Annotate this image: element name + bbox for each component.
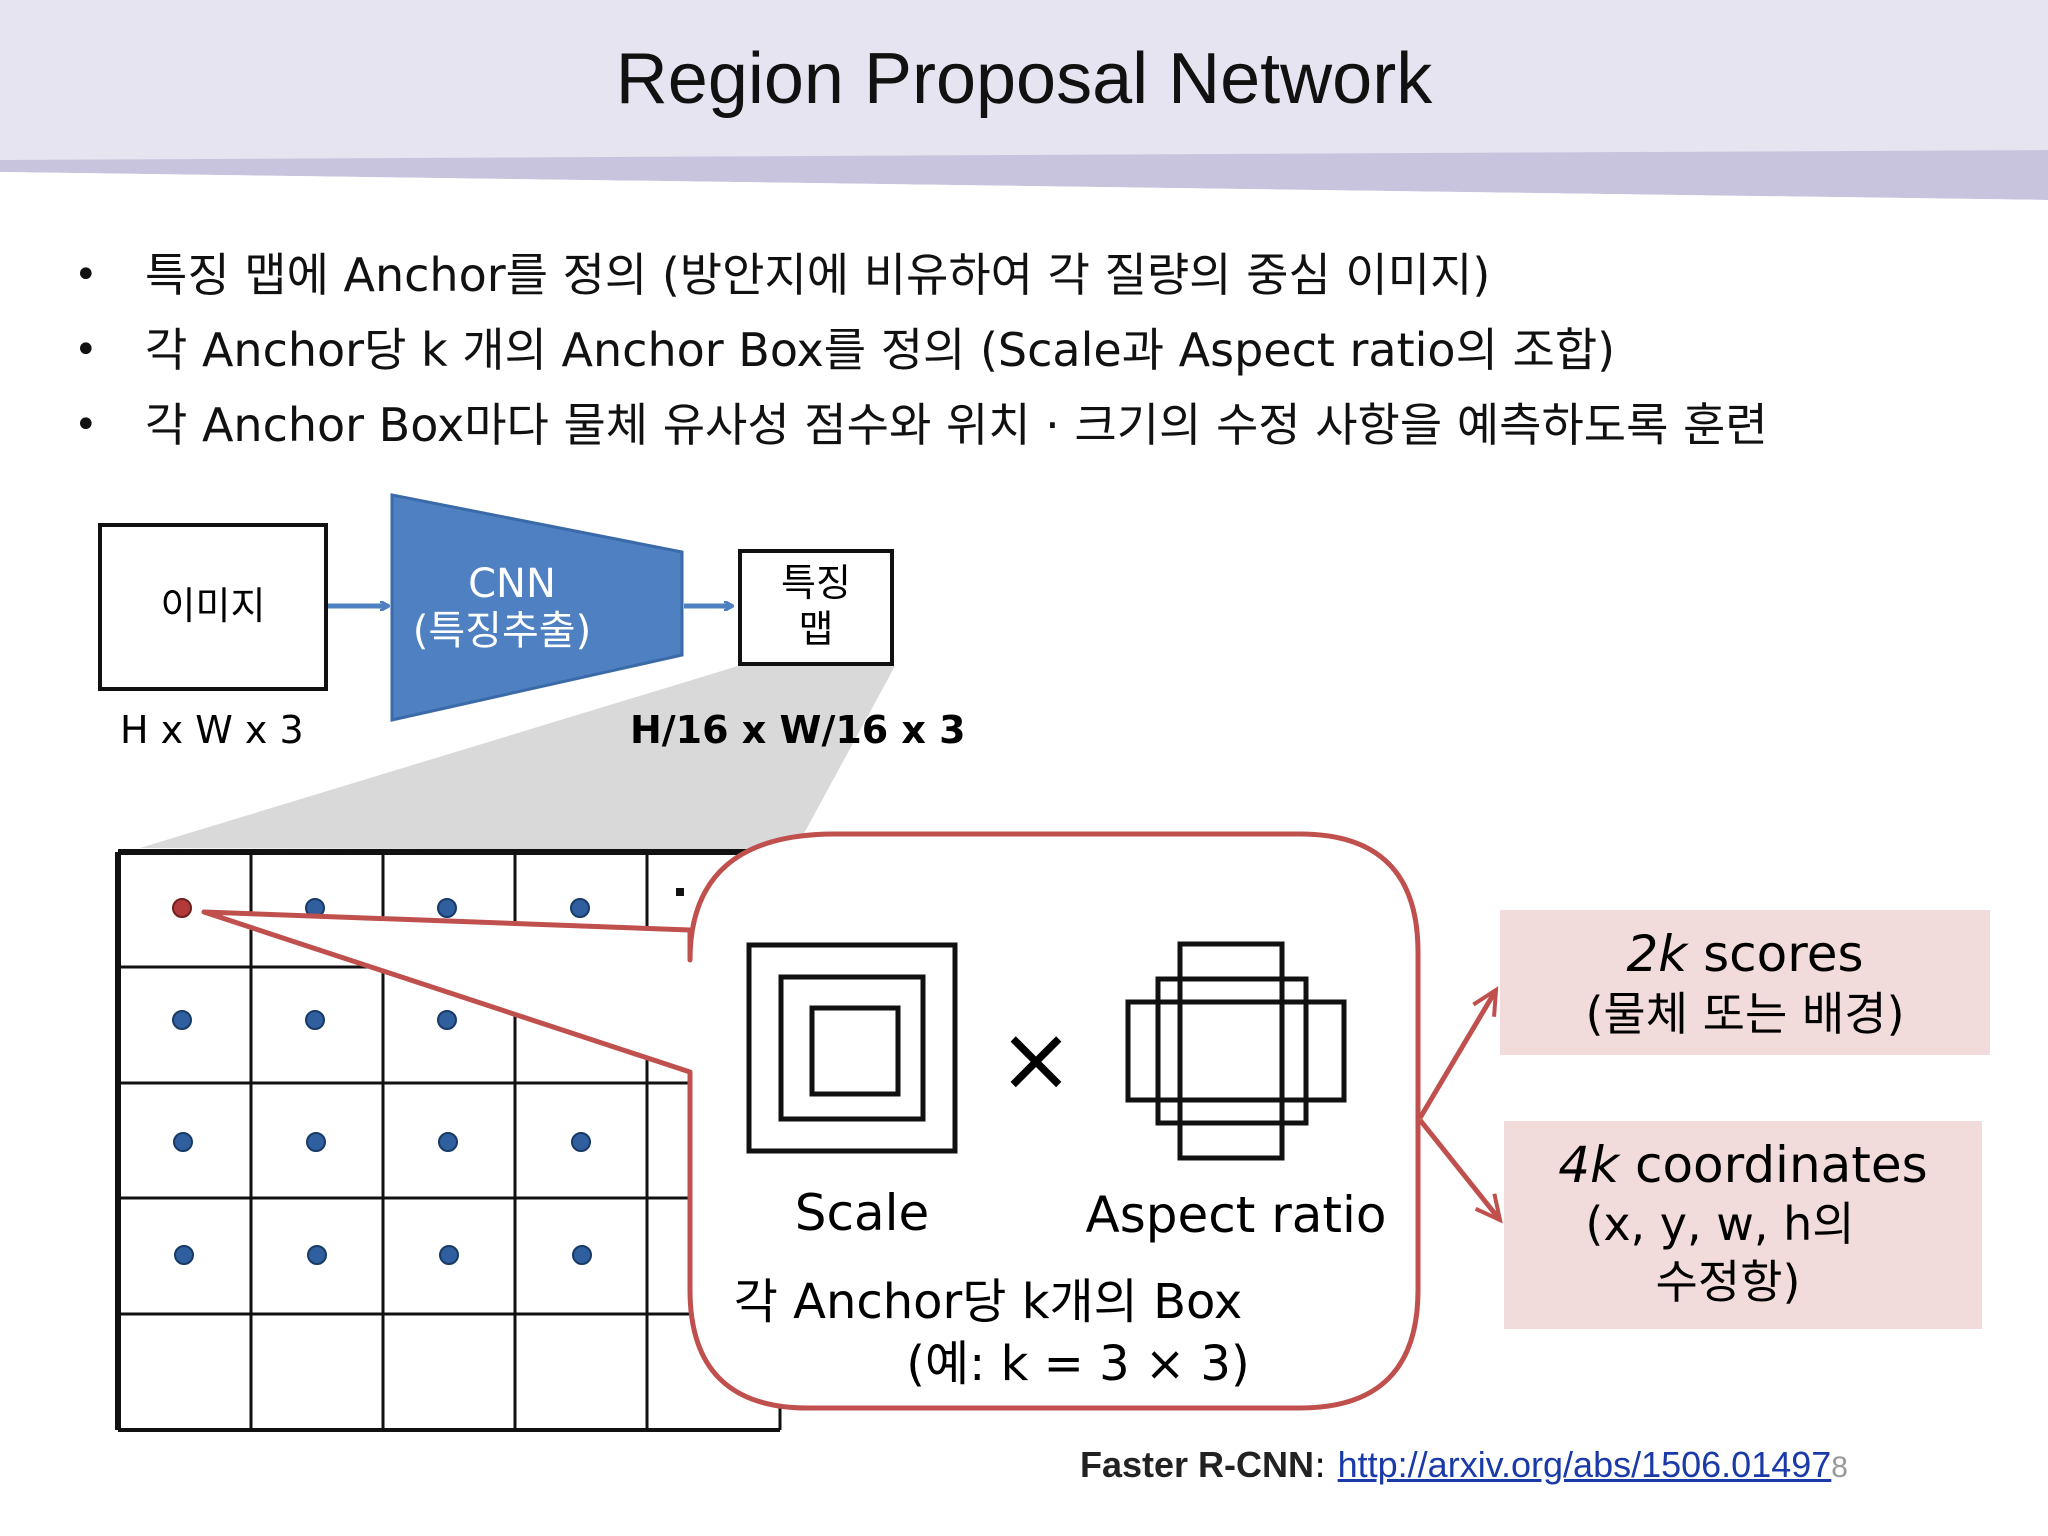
page-number: 8	[1831, 1451, 1848, 1484]
feature-map-sublabel: 맵	[799, 607, 834, 651]
citation-separator: :	[1314, 1445, 1338, 1486]
anchor-point	[174, 1245, 194, 1265]
citation-label: Faster R-CNN	[1080, 1444, 1315, 1485]
feature-map-dims: H/16 x W/16 x 3	[630, 708, 966, 752]
bullet-item: 각 Anchor Box마다 물체 유사성 점수와 위치 · 크기의 수정 사항…	[70, 388, 1768, 463]
coordinates-title: 4k coordinates	[1558, 1136, 1927, 1194]
paper-link[interactable]: http://arxiv.org/abs/1506.01497	[1337, 1444, 1832, 1485]
feature-map-box	[738, 549, 894, 666]
input-image-label: 이미지	[161, 584, 266, 628]
callout-caption: 각 Anchor당 k개의 Box	[734, 1274, 1243, 1330]
bullet-item: 특징 맵에 Anchor를 정의 (방안지에 비유하여 각 질량의 중심 이미지…	[70, 238, 1768, 313]
anchor-point	[306, 1132, 326, 1152]
scores-box	[1500, 910, 1990, 1055]
input-image-dims: H x W x 3	[120, 708, 304, 752]
scores-subtitle: (물체 또는 배경)	[1585, 987, 1904, 1041]
anchor-point	[172, 1010, 192, 1030]
grid-ellipsis-dot	[676, 888, 684, 896]
anchor-point	[305, 1010, 325, 1030]
bullet-list: 특징 맵에 Anchor를 정의 (방안지에 비유하여 각 질량의 중심 이미지…	[70, 238, 1768, 463]
anchor-point-selected	[172, 898, 192, 918]
coordinates-subtitle-2: 수정항)	[1656, 1255, 1801, 1309]
anchor-point	[173, 1132, 193, 1152]
scale-icon	[746, 942, 958, 1154]
anchor-point	[570, 898, 590, 918]
times-symbol: ×	[998, 1007, 1073, 1112]
scale-label: Scale	[795, 1184, 930, 1242]
anchor-point	[437, 1010, 457, 1030]
anchor-point	[572, 1245, 592, 1265]
anchor-points	[172, 888, 684, 1265]
anchor-point	[438, 1132, 458, 1152]
footer-citation: Faster R-CNN: http://arxiv.org/abs/1506.…	[1080, 1444, 1848, 1486]
cnn-label: CNN	[468, 561, 556, 607]
zoom-projection	[140, 666, 895, 850]
coordinates-subtitle: (x, y, w, h의	[1585, 1197, 1854, 1251]
anchor-point	[307, 1245, 327, 1265]
bullet-item: 각 Anchor당 k 개의 Anchor Box를 정의 (Scale과 As…	[70, 313, 1768, 388]
header-band	[0, 0, 2048, 200]
feature-map-label: 특징	[781, 561, 851, 605]
anchor-point	[437, 898, 457, 918]
cnn-sublabel: (특징추출)	[413, 608, 591, 654]
anchor-point	[439, 1245, 459, 1265]
input-image-box	[98, 523, 328, 691]
arrow-to-scores	[1417, 990, 1496, 1120]
scores-title: 2k scores	[1626, 925, 1863, 983]
aspect-ratio-label: Aspect ratio	[1085, 1186, 1386, 1244]
callout-example: (예: k = 3 × 3)	[906, 1336, 1249, 1392]
arrow-to-coordinates	[1418, 1118, 1500, 1220]
cnn-block	[390, 493, 684, 722]
slide-title: Region Proposal Network	[615, 39, 1433, 119]
aspect-ratio-icon	[1125, 941, 1347, 1161]
coordinates-box	[1504, 1121, 1982, 1329]
anchor-point	[571, 1132, 591, 1152]
